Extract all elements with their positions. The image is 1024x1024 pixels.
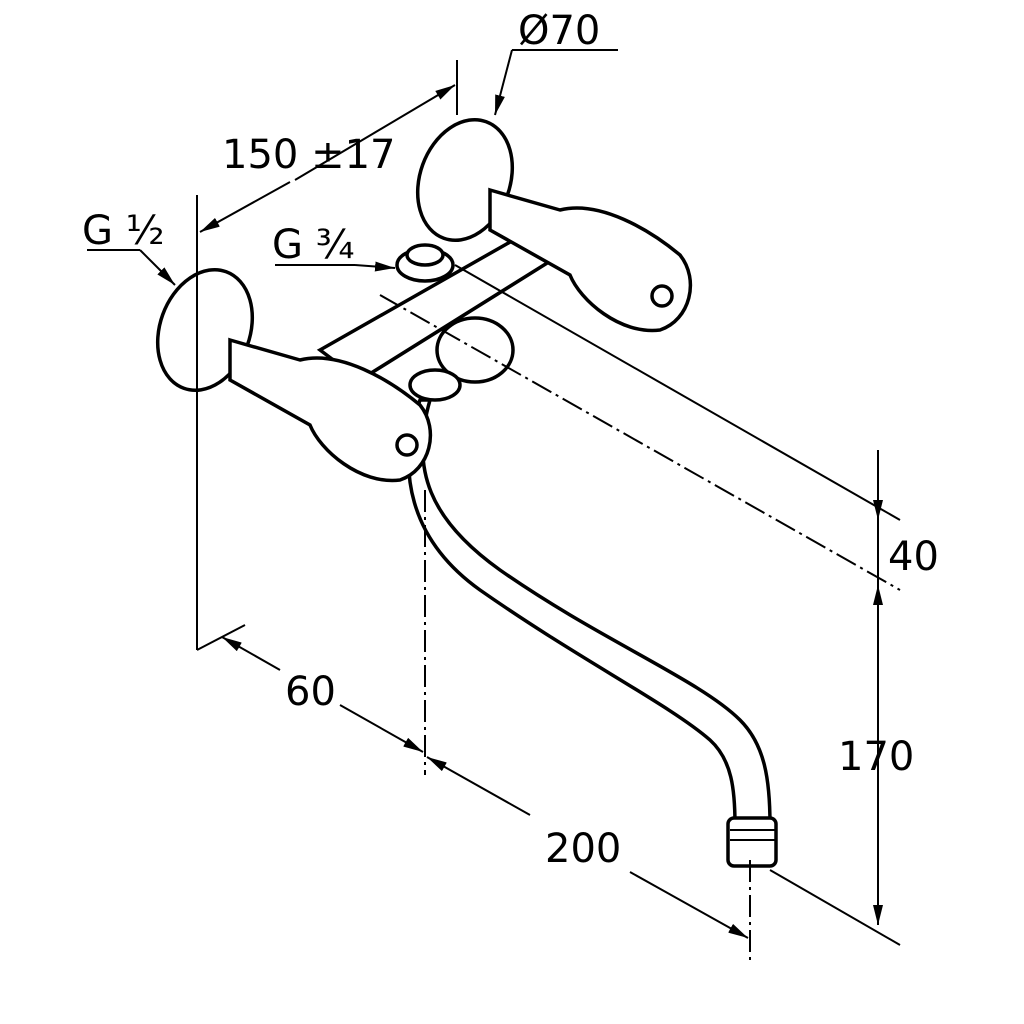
spacing-label: 150 ±17 [222, 132, 395, 178]
spout-reach-label: 200 [545, 826, 621, 872]
spout-swivel [408, 368, 462, 402]
faucet-body [155, 117, 778, 868]
spout-height-label: 170 [838, 734, 914, 780]
left-handle-hole-icon [395, 433, 419, 457]
wall-to-axis-label: 60 [285, 669, 336, 715]
outlet-thread-label: G ¾ [272, 222, 354, 268]
left-handle [228, 337, 433, 483]
spout-nozzle [726, 816, 778, 868]
axis-offset-label: 40 [888, 534, 939, 580]
inlet-thread-label: G ½ [82, 208, 164, 254]
right-handle [488, 187, 693, 333]
diameter-label: Ø70 [518, 8, 600, 54]
spout [406, 398, 772, 827]
dimension-lines [87, 49, 901, 965]
right-handle-hole-icon [650, 284, 674, 308]
